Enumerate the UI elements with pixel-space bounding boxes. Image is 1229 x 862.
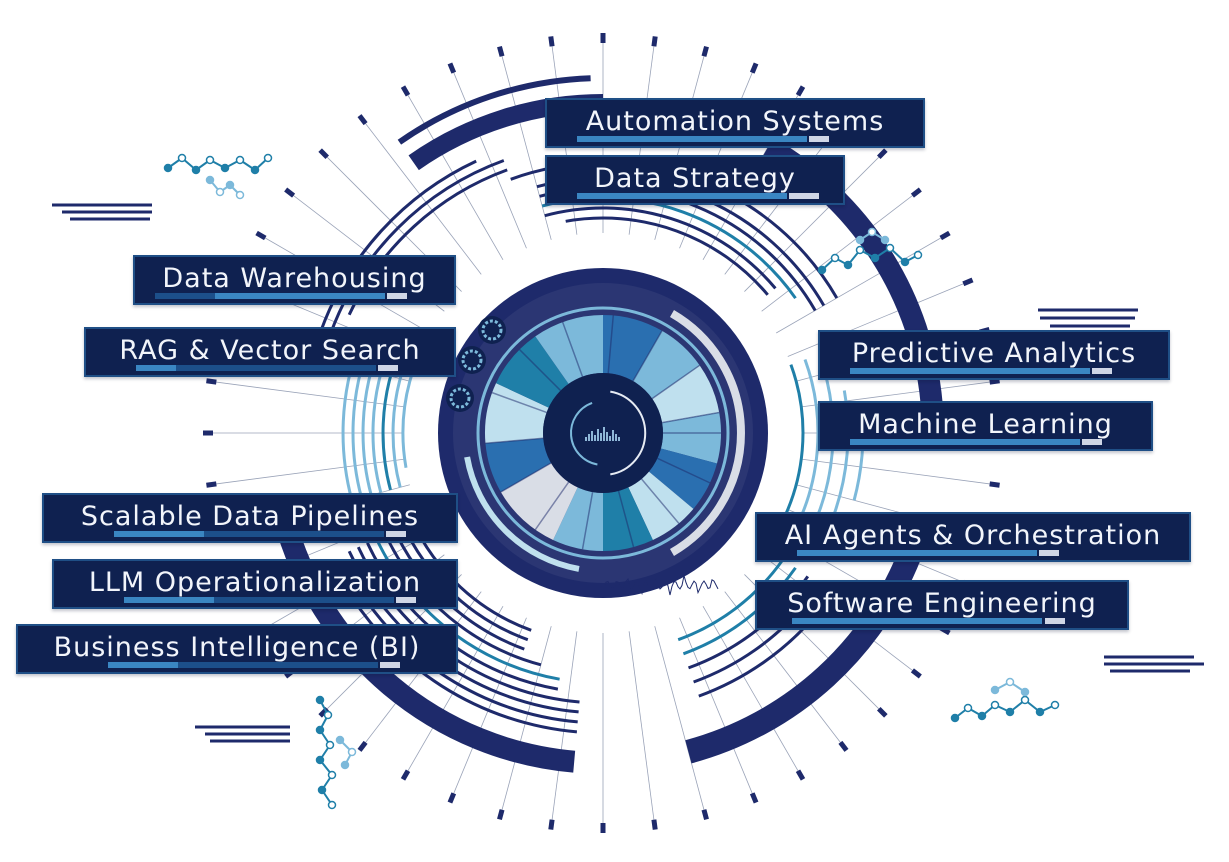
label-ai-agents-orchestration-text: AI Agents & Orchestration <box>784 520 1162 551</box>
label-automation-systems: Automation Systems <box>545 98 925 148</box>
label-data-warehousing: Data Warehousing <box>133 255 456 305</box>
label-automation-systems-text: Automation Systems <box>585 106 885 137</box>
label-scalable-data-pipelines: Scalable Data Pipelines <box>42 493 458 543</box>
central-core <box>438 268 768 598</box>
label-data-warehousing-text: Data Warehousing <box>162 263 427 294</box>
label-scalable-data-pipelines-text: Scalable Data Pipelines <box>80 501 420 532</box>
label-machine-learning: Machine Learning <box>818 401 1153 451</box>
label-predictive-analytics: Predictive Analytics <box>818 330 1170 380</box>
label-software-engineering: Software Engineering <box>755 580 1129 630</box>
decorative-lines <box>52 203 1204 743</box>
label-software-engineering-text: Software Engineering <box>787 588 1097 619</box>
label-llm-operationalization-text: LLM Operationalization <box>88 567 422 598</box>
label-data-strategy: Data Strategy <box>545 155 845 205</box>
network-node-icons <box>163 153 1060 810</box>
label-business-intelligence: Business Intelligence (BI) <box>16 624 458 674</box>
label-llm-operationalization: LLM Operationalization <box>52 559 458 609</box>
label-data-strategy-text: Data Strategy <box>594 163 796 194</box>
label-machine-learning-text: Machine Learning <box>858 409 1113 440</box>
label-rag-vector-search: RAG & Vector Search <box>84 327 456 377</box>
label-business-intelligence-text: Business Intelligence (BI) <box>53 632 421 663</box>
label-rag-vector-search-text: RAG & Vector Search <box>119 335 421 366</box>
label-ai-agents-orchestration: AI Agents & Orchestration <box>755 512 1191 562</box>
label-predictive-analytics-text: Predictive Analytics <box>851 338 1137 369</box>
